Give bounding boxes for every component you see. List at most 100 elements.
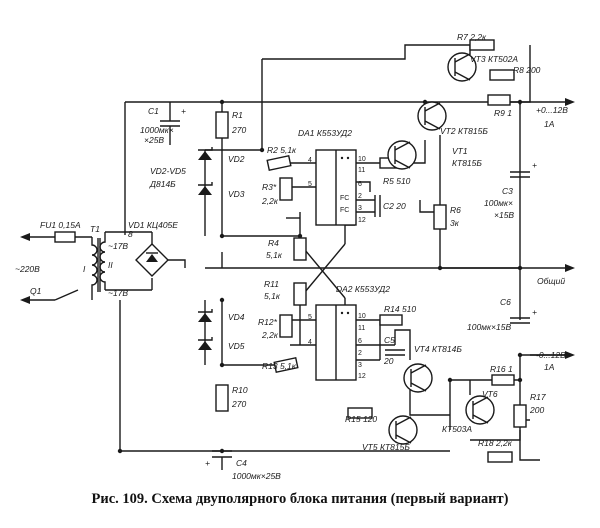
diode-bridge-vd1 (135, 243, 169, 277)
label-vt4: VT4 КТ814Б (414, 344, 462, 354)
label-vd2vd5-a: VD2-VD5 (150, 166, 186, 176)
resistor-r6 (433, 204, 447, 230)
label-c2: C2 20 (383, 201, 406, 211)
label-vd2vd5-b: Д814Б (149, 179, 176, 189)
label-c6-a: C6 (500, 297, 511, 307)
label-vt2: VT2 КТ815Б (440, 126, 488, 136)
da1-pin: 11 (358, 167, 365, 174)
capacitor-c2 (374, 195, 381, 217)
da2-pin: 12 (358, 373, 366, 380)
capacitor-c4 (212, 450, 232, 470)
resistor-r16 (491, 374, 515, 386)
label-r15: R15 120 (345, 414, 377, 424)
resistor-r4 (293, 237, 307, 261)
opamp-da2 (315, 304, 357, 381)
zener-vd5 (198, 300, 213, 365)
zener-vd3 (198, 150, 213, 236)
label-c4-a: C4 (236, 458, 247, 468)
label-r1-b: 270 (231, 125, 246, 135)
label-r12-a: R12* (258, 317, 278, 327)
transistor-vt6 (465, 395, 495, 425)
label-t1-primary: I (83, 264, 86, 274)
resistor-r7 (469, 39, 495, 51)
label-fu1: FU1 0,15А (40, 220, 81, 230)
label-r14: R14 510 (384, 304, 416, 314)
label-r17-b: 200 (529, 405, 544, 415)
label-c1-a: C1 (148, 106, 159, 116)
da2-pin: 6 (358, 338, 362, 345)
label-sec-bot: ~17В (108, 288, 128, 298)
resistor-r14 (379, 314, 403, 326)
svg-text:+: + (532, 307, 537, 317)
da1-pin: 6 (358, 181, 362, 188)
label-c6-b: 100мк×15В (467, 322, 511, 332)
resistor-r17 (513, 404, 527, 428)
resistor-r1 (215, 111, 229, 139)
resistor-r15 (347, 407, 373, 419)
capacitor-c5 (385, 349, 405, 356)
label-sec-top: ~17В (108, 241, 128, 251)
label-r6-b: 3к (450, 218, 460, 228)
label-c3-a: C3 (502, 186, 513, 196)
resistor-r12 (279, 314, 293, 338)
transistor-vt4 (403, 363, 433, 393)
label-r11-a: R11 (264, 279, 279, 289)
label-vd3: VD3 (228, 189, 245, 199)
label-t1-secondary: II (108, 260, 113, 270)
transformer-t1 (91, 232, 106, 292)
labels: FU1 0,15А T1 I II ~17В ~17В 8 ~220В Q1 V… (15, 32, 568, 481)
label-r7: R7 2,2к (457, 32, 487, 42)
label-r3-b: 2,2к (261, 196, 279, 206)
svg-text:+: + (181, 106, 186, 116)
label-c5-a: C5 (384, 335, 395, 345)
label-vt3: VT3 КТ502А (470, 54, 518, 64)
svg-text:+: + (205, 458, 210, 468)
opamp-pin-labels: 4 5 10 11 6 2 3 12 FC FC 5 4 10 11 6 2 3… (308, 156, 366, 380)
label-r3-a: R3* (262, 182, 277, 192)
transistor-vt2 (417, 101, 447, 131)
resistor-r13 (273, 356, 299, 374)
transistor-vt1 (387, 140, 417, 170)
da2-pin: 4 (308, 339, 312, 346)
label-pin8: 8 (128, 229, 133, 239)
switch-q1 (54, 289, 79, 301)
label-c3-b: 100мк× (484, 198, 513, 208)
svg-text:+: + (532, 160, 537, 170)
label-vd2: VD2 (228, 154, 245, 164)
capacitor-c6 (510, 317, 530, 324)
label-out-neg-b: 1А (544, 362, 555, 372)
label-r8: R8 200 (513, 65, 541, 75)
opamp-da1 (315, 149, 357, 226)
resistor-r8 (489, 69, 515, 81)
label-vd4: VD4 (228, 312, 245, 322)
label-vt1-a: VT1 (452, 146, 468, 156)
label-vt1-b: КТ815Б (452, 158, 482, 168)
da1-pin: 10 (358, 156, 366, 163)
da1-pin: 4 (308, 157, 312, 164)
transistor-vt5 (388, 415, 418, 445)
label-r4-a: R4 (268, 238, 279, 248)
label-vt6-b: КТ503А (442, 424, 472, 434)
da1-pin: 5 (308, 181, 312, 188)
label-r10-b: 270 (231, 399, 246, 409)
resistor-r10 (215, 384, 229, 412)
capacitor-c1 (160, 102, 180, 145)
label-c4-b: 1000мк×25В (232, 471, 281, 481)
da1-fc-label: FC (340, 207, 349, 214)
da2-pin: 3 (358, 362, 362, 369)
da2-pin: 5 (308, 314, 312, 321)
da2-pin: 10 (358, 313, 366, 320)
label-vd5: VD5 (228, 341, 245, 351)
label-r16: R16 1 (490, 364, 513, 374)
resistor-r18 (487, 451, 513, 463)
da1-pin: 12 (358, 217, 366, 224)
label-t1: T1 (90, 224, 100, 234)
label-common: Общий (537, 276, 565, 286)
transistor-vt3 (447, 52, 477, 82)
label-r18: R18 2,2к (478, 438, 513, 448)
label-c1-b: 1000мк× (140, 125, 174, 135)
label-out-pos-a: +0...12В (536, 105, 568, 115)
label-da1: DA1 К553УД2 (298, 128, 352, 138)
label-out-neg-a: -0...12В (536, 350, 566, 360)
